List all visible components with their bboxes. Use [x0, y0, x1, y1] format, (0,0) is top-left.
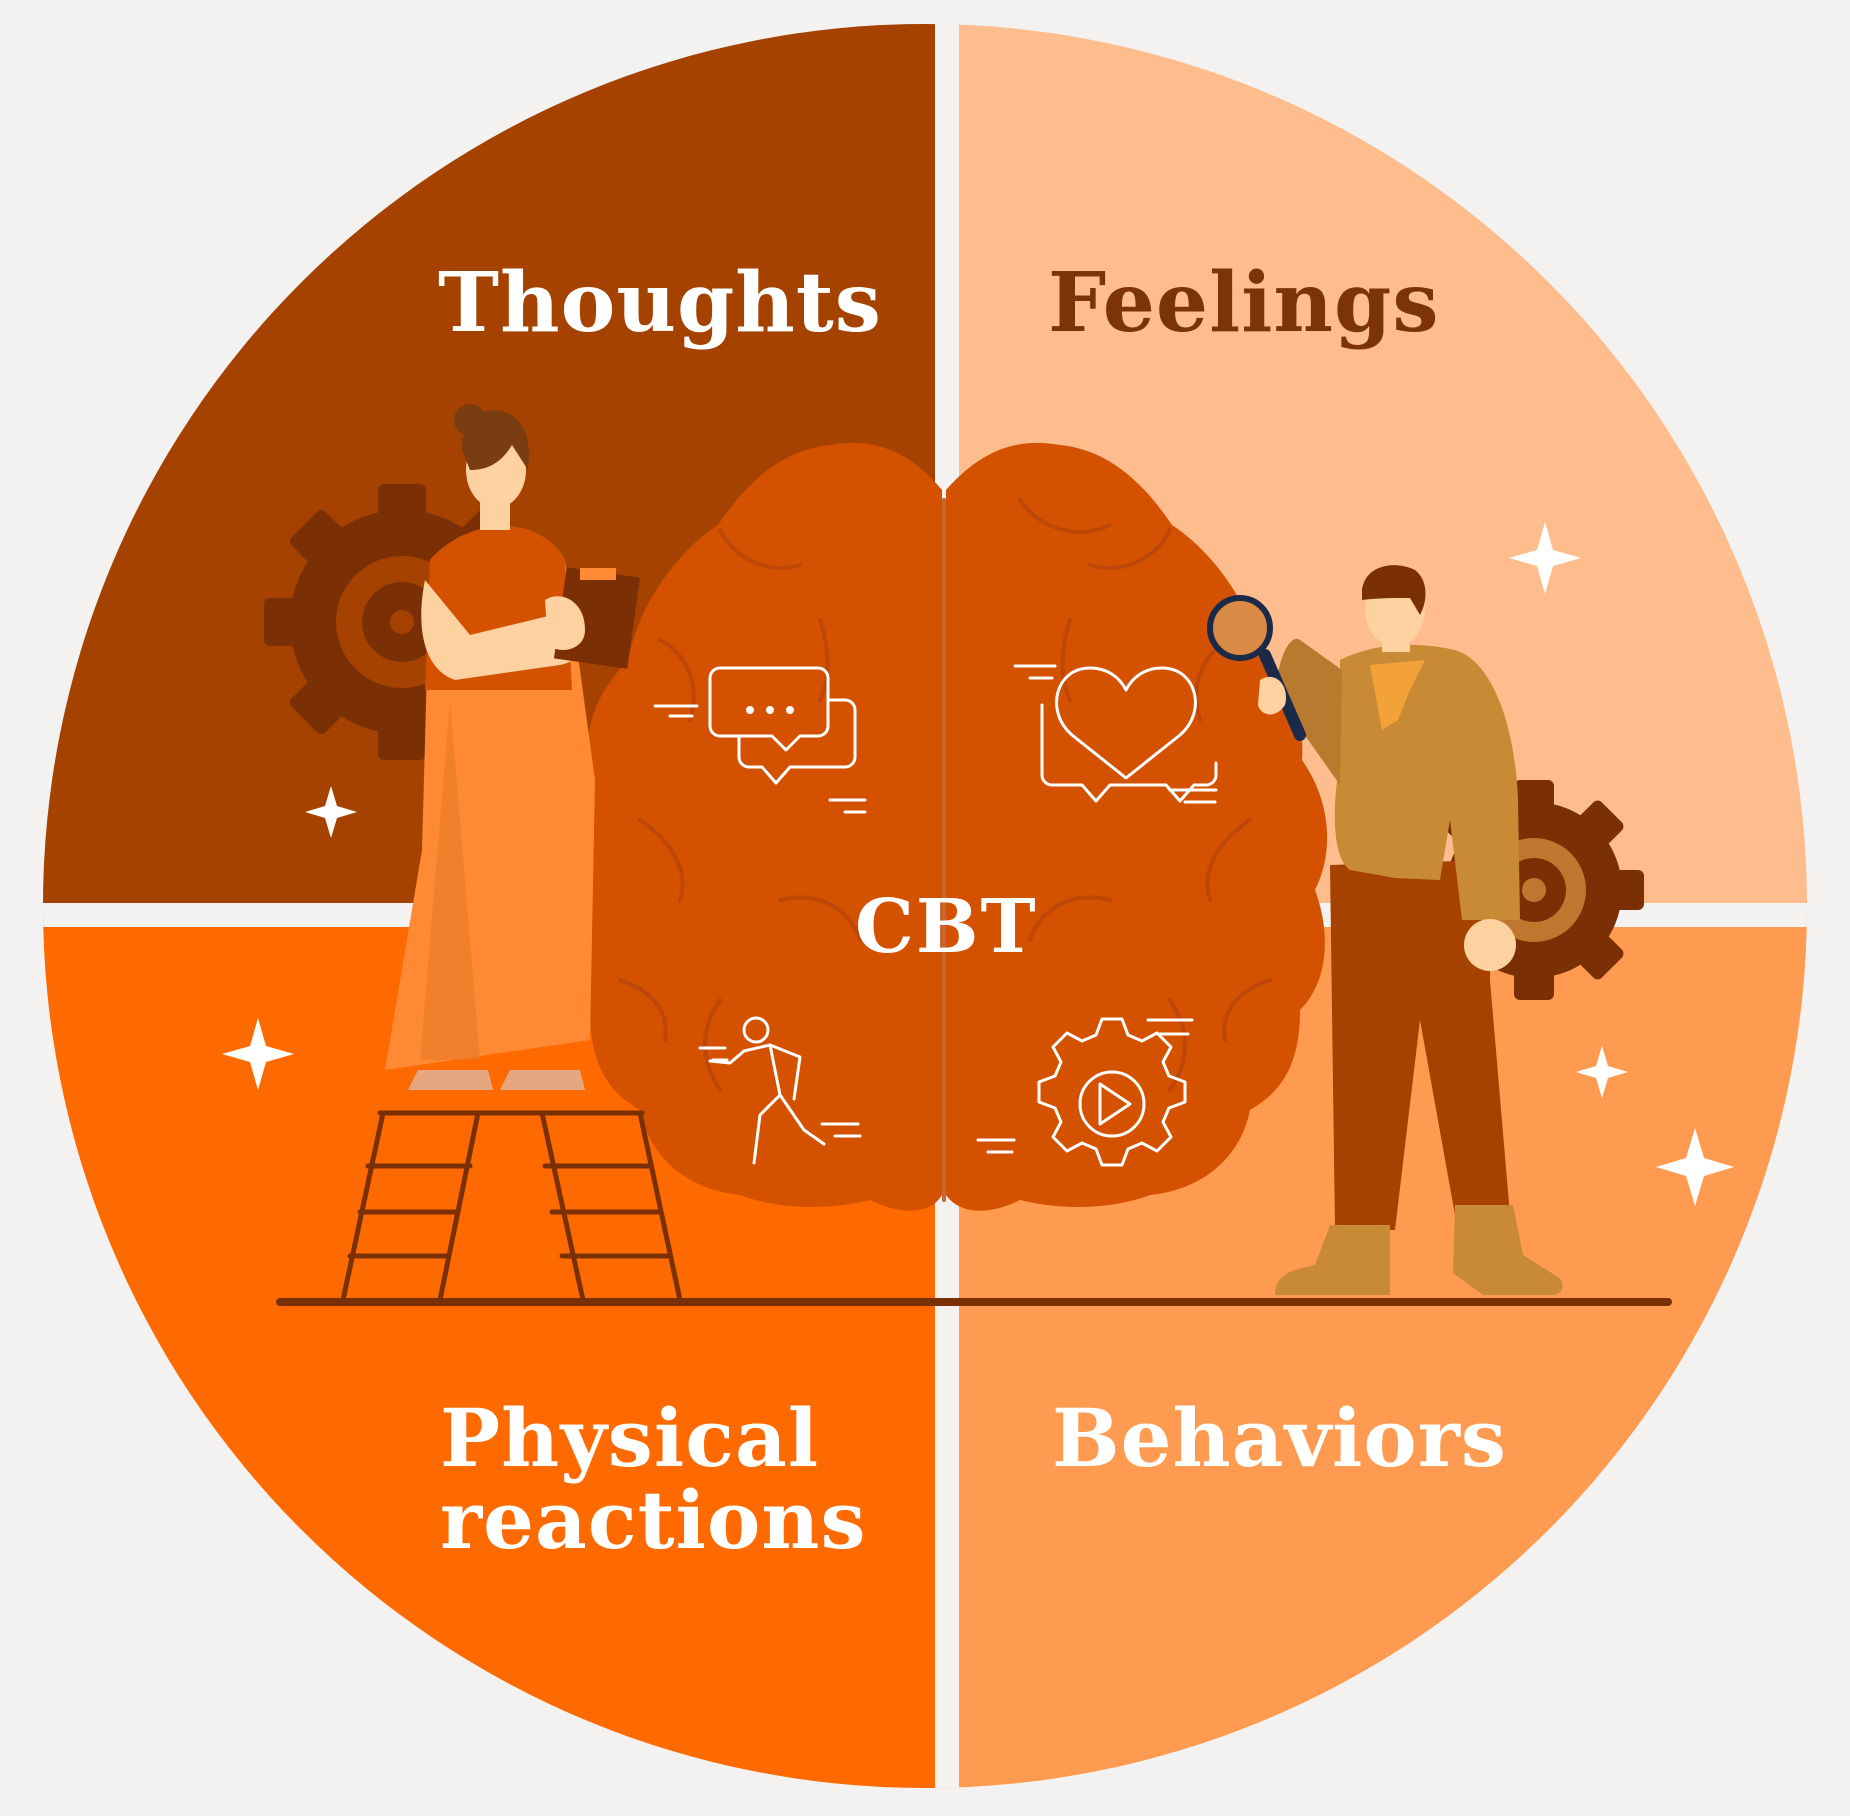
sparkle-icon: [1509, 522, 1581, 594]
physical-reactions-label: Physical reactions: [440, 1391, 867, 1567]
physical-label-line-1: Physical: [440, 1391, 820, 1485]
sparkle-icon: [1656, 1128, 1734, 1206]
sparkle-icon: [222, 1018, 294, 1090]
heart-icon: [1013, 664, 1218, 804]
man-with-magnifier-illustration: [1207, 565, 1563, 1295]
behaviors-label: Behaviors: [1052, 1391, 1507, 1485]
feelings-label: Feelings: [1048, 255, 1440, 351]
thoughts-label: Thoughts: [438, 255, 882, 351]
sparkle-icon: [1576, 1046, 1628, 1098]
cbt-center-label: CBT: [855, 884, 1038, 970]
sparkles: [222, 522, 1734, 1206]
running-person-icon: [698, 1016, 862, 1165]
woman-with-clipboard-illustration: [340, 404, 683, 1303]
sparkle-icon: [305, 786, 357, 838]
gear-play-icon: [976, 1017, 1194, 1167]
physical-label-line-2: reactions: [440, 1472, 867, 1567]
speech-bubbles-icon: [653, 666, 867, 814]
